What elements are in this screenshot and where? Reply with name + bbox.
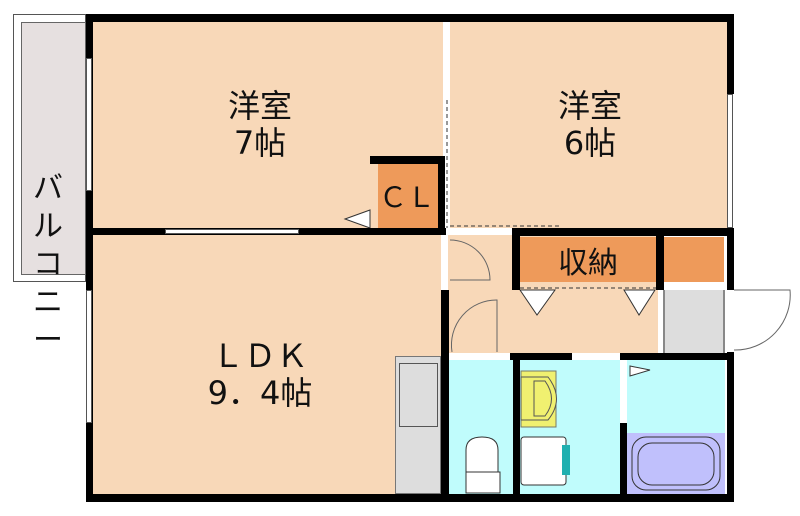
wall-closet-top bbox=[370, 156, 444, 164]
room-western-6 bbox=[450, 22, 727, 228]
closet bbox=[378, 164, 438, 228]
wall-storage-mid bbox=[656, 228, 664, 290]
storage-small bbox=[664, 237, 724, 282]
closet-label: ＣＬ bbox=[378, 181, 435, 214]
wall-wet-top2 bbox=[620, 353, 734, 360]
wash-basin-icon bbox=[520, 370, 557, 428]
wall-bath-left bbox=[620, 423, 627, 502]
storage-label: 収納 bbox=[558, 246, 618, 281]
wall-right-bottom bbox=[727, 352, 734, 502]
balcony-label: バ ル コ ニ ー bbox=[33, 171, 63, 358]
toilet-icon bbox=[465, 436, 501, 494]
wall-closet-right bbox=[438, 156, 445, 235]
window-balcony-lower bbox=[86, 290, 92, 423]
window-right bbox=[727, 94, 733, 228]
door-sliding bbox=[165, 229, 299, 234]
storage bbox=[520, 237, 656, 282]
room-ldk-label: ＬＤＫ 9．4帖 bbox=[207, 337, 313, 412]
balcony-floor bbox=[21, 22, 86, 275]
shoe-cabinet bbox=[663, 290, 725, 353]
wall-bottom bbox=[86, 494, 734, 502]
room-western-6-label: 洋室 6帖 bbox=[557, 87, 622, 162]
wall-top bbox=[86, 14, 734, 22]
room-western-7-label: 洋室 7帖 bbox=[227, 87, 292, 162]
wall-right-lower bbox=[727, 228, 734, 290]
room-ldk bbox=[93, 235, 441, 494]
wall-toilet-right bbox=[513, 353, 520, 502]
bathtub-icon bbox=[631, 436, 721, 491]
washing-machine-icon bbox=[520, 436, 570, 486]
wall-left bbox=[86, 14, 93, 502]
wall-wet-top bbox=[510, 353, 572, 360]
wall-right-upper bbox=[727, 14, 734, 94]
wall-ldk-right bbox=[441, 290, 449, 502]
wall-mid-h2 bbox=[512, 228, 734, 236]
window-balcony-upper bbox=[86, 58, 92, 191]
kitchen-sink bbox=[399, 363, 438, 427]
wall-storage-left bbox=[512, 228, 520, 290]
